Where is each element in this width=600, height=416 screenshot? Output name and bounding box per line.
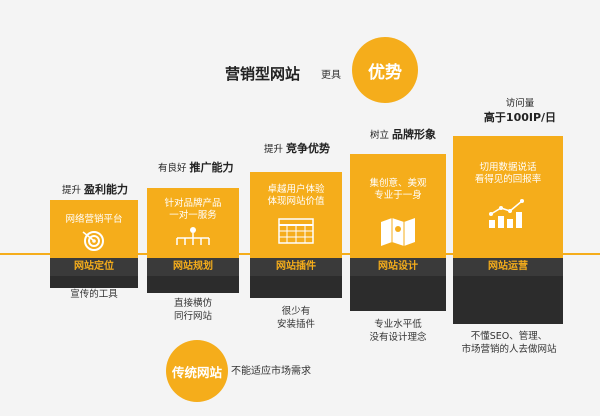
step2-shadow bbox=[147, 276, 239, 293]
step5-face: 切用数据说话 看得见的回报率 bbox=[453, 136, 563, 258]
traditional-badge: 传统网站 bbox=[166, 340, 228, 402]
step1-label: 网站定位 bbox=[50, 258, 138, 276]
step2-heading: 有良好 推广能力 bbox=[158, 161, 234, 174]
step5-heading: 访问量 高于100IP/日 bbox=[483, 98, 557, 124]
step3-shadow bbox=[250, 276, 342, 298]
step5-label: 网站运营 bbox=[453, 258, 563, 276]
step1-shadow bbox=[50, 276, 138, 288]
step1-note: 宣传的工具 bbox=[70, 289, 118, 300]
step1-face-text: 网络营销平台 bbox=[65, 214, 123, 225]
step4-note: 专业水平低 没有设计理念 bbox=[369, 319, 427, 343]
step3-note: 很少有 安装插件 bbox=[276, 306, 315, 330]
step4-shadow bbox=[350, 276, 446, 311]
step4-face-text: 集创意、美观 专业于一身 bbox=[369, 178, 427, 201]
step4-heading: 树立 品牌形象 bbox=[370, 128, 437, 141]
advantage-badge: 优势 bbox=[352, 37, 418, 103]
step5-note: 不懂SEO、管理、 市场营销的人去做网站 bbox=[461, 331, 557, 355]
step3-face: 卓越用户体验 体现网站价值 bbox=[250, 172, 342, 258]
map-icon bbox=[379, 216, 417, 246]
step1-face: 网络营销平台 bbox=[50, 200, 138, 258]
step2-face-text: 针对品牌产品 一对一服务 bbox=[164, 198, 222, 221]
step5-face-text: 切用数据说话 看得见的回报率 bbox=[474, 162, 542, 185]
step3-face-text: 卓越用户体验 体现网站价值 bbox=[267, 184, 325, 207]
step2-note: 直接横仿 同行网站 bbox=[173, 298, 212, 322]
page-title: 营销型网站 bbox=[225, 65, 301, 83]
target-icon bbox=[79, 230, 109, 252]
traditional-text: 不能适应市场需求 bbox=[231, 366, 311, 377]
network-icon bbox=[173, 226, 213, 248]
step4-face: 集创意、美观 专业于一身 bbox=[350, 154, 446, 258]
step2-face: 针对品牌产品 一对一服务 bbox=[147, 188, 239, 258]
step1-heading: 提升 盈利能力 bbox=[62, 183, 129, 196]
grid-icon bbox=[278, 218, 314, 244]
step3-heading: 提升 竞争优势 bbox=[264, 142, 331, 155]
step4-label: 网站设计 bbox=[350, 258, 446, 276]
step2-label: 网站规划 bbox=[147, 258, 239, 276]
title-suffix: 更具 bbox=[321, 70, 341, 81]
step3-label: 网站插件 bbox=[250, 258, 342, 276]
step5-shadow bbox=[453, 276, 563, 324]
chart-icon bbox=[488, 198, 528, 230]
